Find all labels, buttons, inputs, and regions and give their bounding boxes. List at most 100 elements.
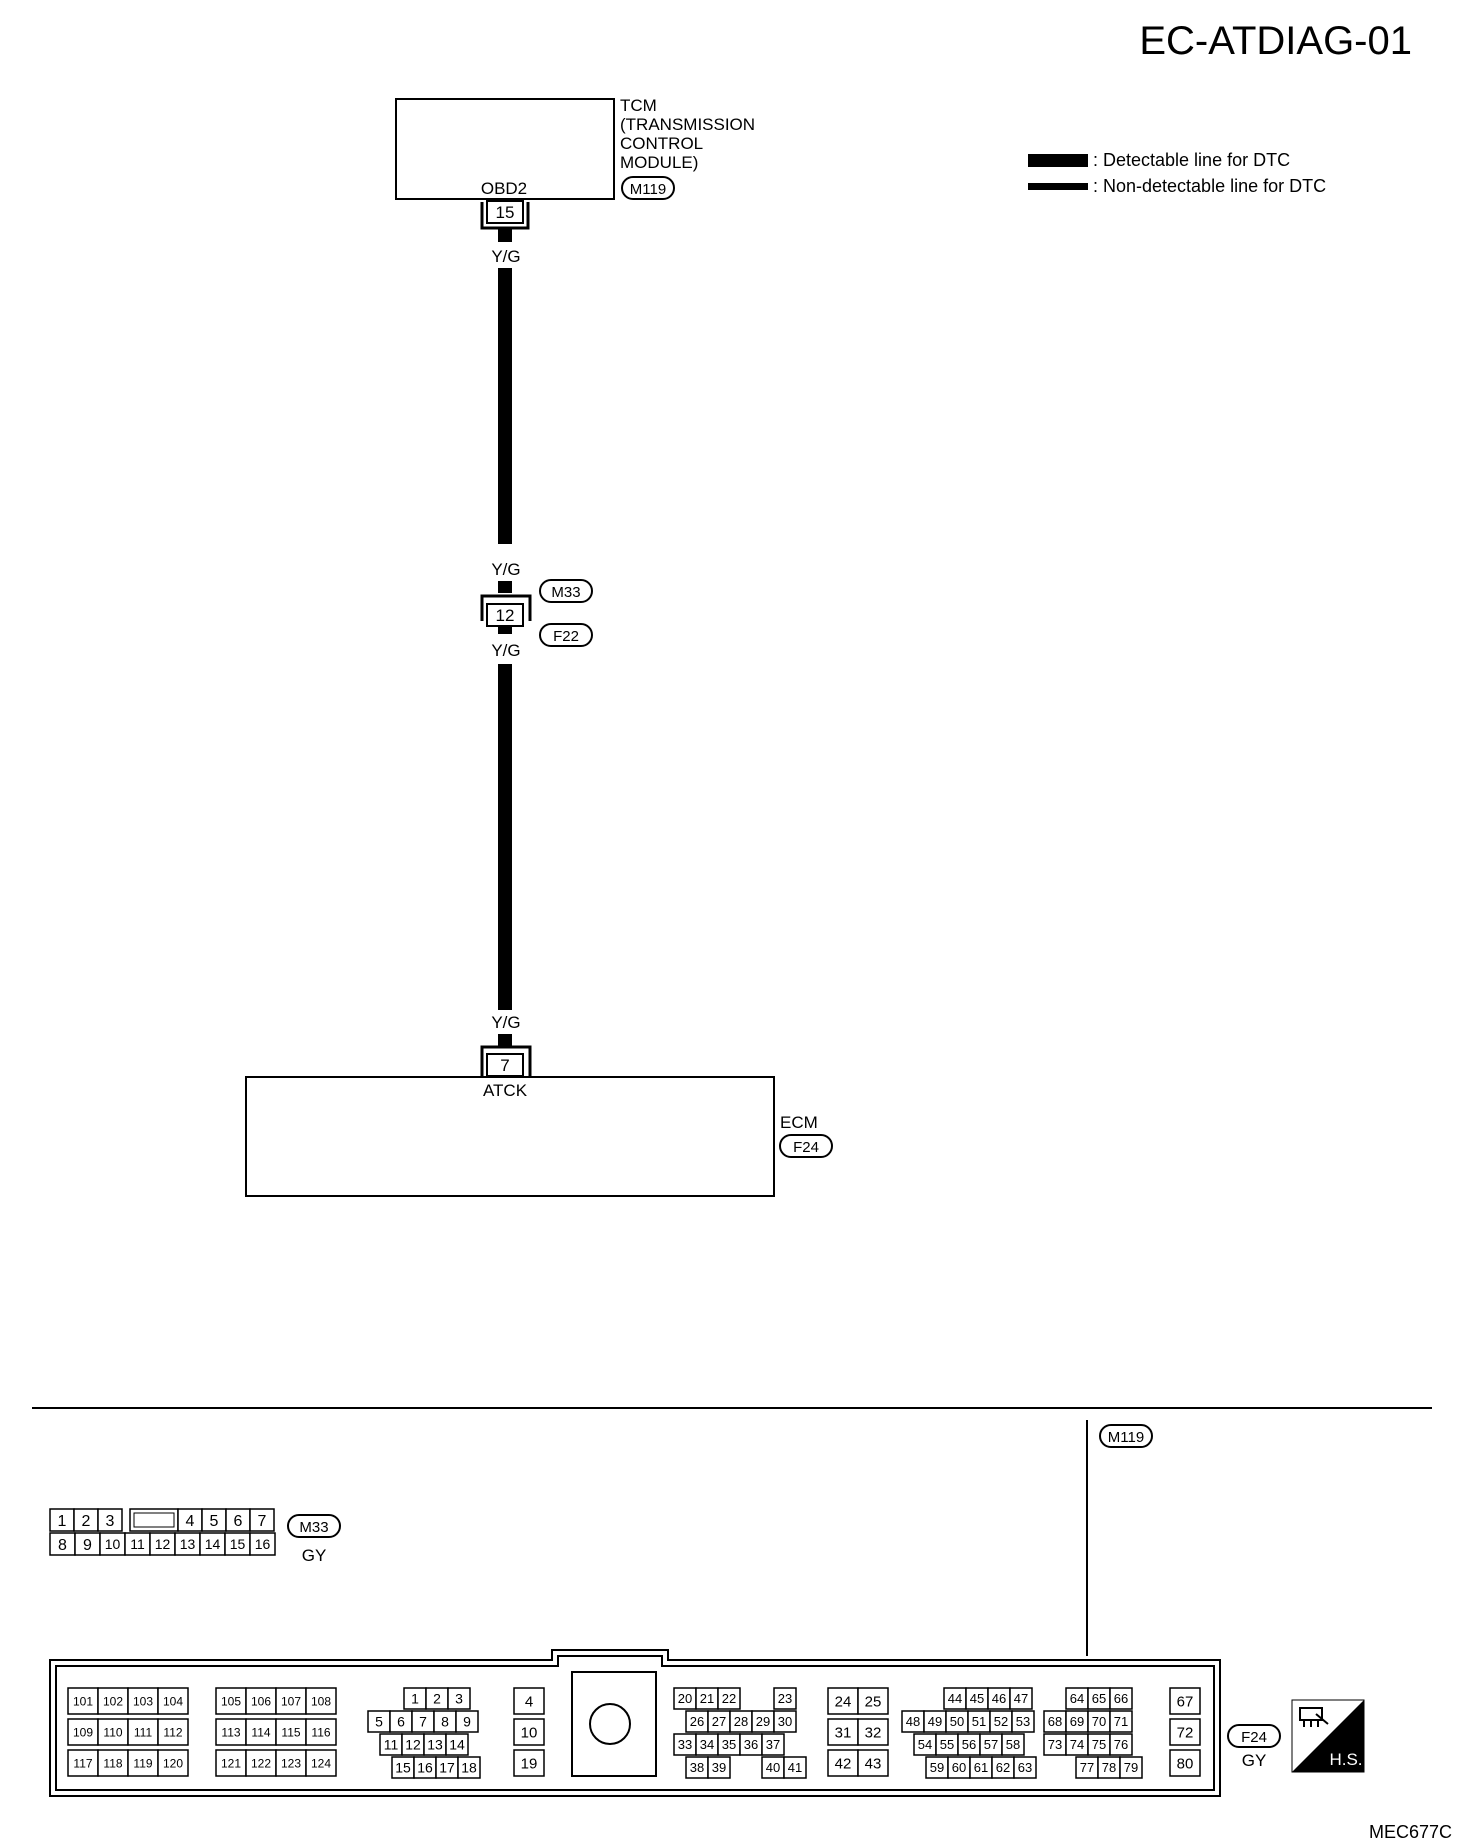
m33-pin-number: 6 — [234, 1513, 243, 1530]
f24-pin-cavity — [513, 1718, 545, 1746]
f24-pin-cavity — [1119, 1756, 1143, 1779]
f24-pin-number: 62 — [996, 1760, 1010, 1775]
f24-pin-cavity — [857, 1749, 889, 1777]
tcm-terminal-box — [486, 200, 524, 224]
tcm-box — [395, 98, 615, 200]
joint-connector-tag-top — [539, 579, 593, 603]
f24-pin-number: 69 — [1070, 1714, 1084, 1729]
f24-pin-number: 21 — [700, 1691, 714, 1706]
f24-pin-cavity — [857, 1687, 889, 1715]
f24-pin-cavity — [67, 1687, 99, 1715]
f24-pin-number: 46 — [992, 1691, 1006, 1706]
f24-connector-tag — [1227, 1724, 1281, 1748]
f24-pin-number: 38 — [690, 1760, 704, 1775]
f24-pin-number: 53 — [1016, 1714, 1030, 1729]
f24-pin-number: 17 — [439, 1760, 455, 1776]
f24-pin-number: 79 — [1124, 1760, 1138, 1775]
f24-pin-cavity — [455, 1710, 479, 1733]
joint-connector-tag-bottom-text: F22 — [553, 628, 579, 645]
f24-pin-number: 6 — [397, 1714, 405, 1730]
f24-pin-cavity — [513, 1687, 545, 1715]
f24-pin-number: 60 — [952, 1760, 966, 1775]
f24-pin-number: 107 — [281, 1694, 301, 1708]
f24-pin-cavity — [245, 1749, 277, 1777]
wire-stub-joint-top — [498, 581, 512, 593]
wire-segment-lower — [498, 664, 512, 1010]
m33-pin-number: 5 — [210, 1513, 219, 1530]
f24-pin-cavity — [157, 1749, 189, 1777]
m33-pin-blank-cavity — [129, 1508, 179, 1532]
f24-pin-cavity — [1109, 1687, 1133, 1710]
m33-pin-number: 15 — [230, 1536, 246, 1552]
f24-pin-cavity — [157, 1687, 189, 1715]
f24-pin-number: 106 — [251, 1694, 271, 1708]
m119-tag-text: M119 — [1108, 1429, 1144, 1446]
f24-pin-number: 30 — [778, 1714, 792, 1729]
f24-pin-number: 9 — [463, 1714, 471, 1730]
f24-pin-cavity — [275, 1718, 307, 1746]
f24-pin-cavity — [707, 1756, 731, 1779]
tcm-terminal-number: 15 — [496, 203, 515, 222]
f24-pin-number: 16 — [417, 1760, 433, 1776]
f24-pin-number: 19 — [521, 1755, 538, 1772]
f24-pin-number: 67 — [1177, 1693, 1194, 1710]
f24-pin-number: 101 — [73, 1694, 93, 1708]
f24-pin-number: 40 — [766, 1760, 780, 1775]
f24-pin-number: 104 — [163, 1694, 183, 1708]
m33-pin-number: 8 — [58, 1537, 67, 1554]
f24-inner-housing — [55, 1655, 1215, 1791]
f24-pin-number: 2 — [433, 1691, 441, 1707]
f24-outer-housing — [49, 1649, 1221, 1797]
f24-pin-number: 35 — [722, 1737, 736, 1752]
f24-pin-cavity — [275, 1749, 307, 1777]
m33-connector-tag-text: M33 — [299, 1519, 328, 1536]
f24-pin-number: 14 — [449, 1737, 465, 1753]
tcm-connector-tag-text: M119 — [630, 181, 666, 198]
figure-id: MEC677C — [1369, 1822, 1452, 1842]
f24-pin-cavity — [1013, 1756, 1037, 1779]
tcm-terminal-name: OBD2 — [481, 179, 527, 198]
f24-pin-cavity — [215, 1718, 247, 1746]
m33-pin-number: 16 — [255, 1536, 271, 1552]
f24-pin-number: 66 — [1114, 1691, 1128, 1706]
f24-pin-cavity — [445, 1733, 469, 1756]
tcm-label-line-1: TCM — [620, 96, 657, 115]
joint-connector-tag-bottom — [539, 623, 593, 647]
f24-pin-number: 74 — [1070, 1737, 1084, 1752]
m33-pin-number: 4 — [186, 1513, 195, 1530]
m33-pin-number: 7 — [258, 1513, 267, 1530]
wire-stub-tcm — [498, 228, 512, 242]
tcm-module: TCM (TRANSMISSION CONTROL MODULE) M119 O… — [395, 96, 755, 230]
m33-pin-cavity — [249, 1508, 275, 1532]
f24-pin-cavity — [783, 1756, 807, 1779]
f24-pin-number: 10 — [521, 1724, 538, 1741]
f24-pin-number: 80 — [1177, 1755, 1194, 1772]
ecm-box — [245, 1076, 775, 1197]
legend-non-detectable-label: : Non-detectable line for DTC — [1093, 176, 1326, 196]
f24-pin-number: 47 — [1014, 1691, 1028, 1706]
f24-pin-number: 114 — [251, 1725, 270, 1739]
f24-pin-number: 122 — [251, 1756, 271, 1770]
f24-pin-number: 102 — [103, 1694, 123, 1708]
f24-pin-number: 120 — [163, 1756, 183, 1770]
f24-pin-cavity — [97, 1749, 129, 1777]
f24-pin-number: 7 — [419, 1714, 427, 1730]
f24-pin-number: 8 — [441, 1714, 449, 1730]
joint-terminal-box — [486, 603, 524, 627]
m33-color: GY — [302, 1546, 327, 1565]
f24-pin-number: 119 — [133, 1756, 152, 1770]
tcm-label-line-4: MODULE) — [620, 153, 698, 172]
f24-connector-tag-text: F24 — [1241, 1729, 1267, 1746]
f24-pin-number: 105 — [221, 1694, 241, 1708]
f24-pin-number: 12 — [405, 1737, 421, 1753]
f24-pin-cavity — [1169, 1687, 1201, 1715]
f24-pin-number: 51 — [972, 1714, 986, 1729]
f24-pin-number: 76 — [1114, 1737, 1128, 1752]
f24-pin-number: 70 — [1092, 1714, 1106, 1729]
joint-connector-tag-top-text: M33 — [551, 584, 580, 601]
f24-pin-number: 78 — [1102, 1760, 1116, 1775]
f24-pin-number: 61 — [974, 1760, 988, 1775]
f24-pin-number: 42 — [835, 1755, 852, 1772]
